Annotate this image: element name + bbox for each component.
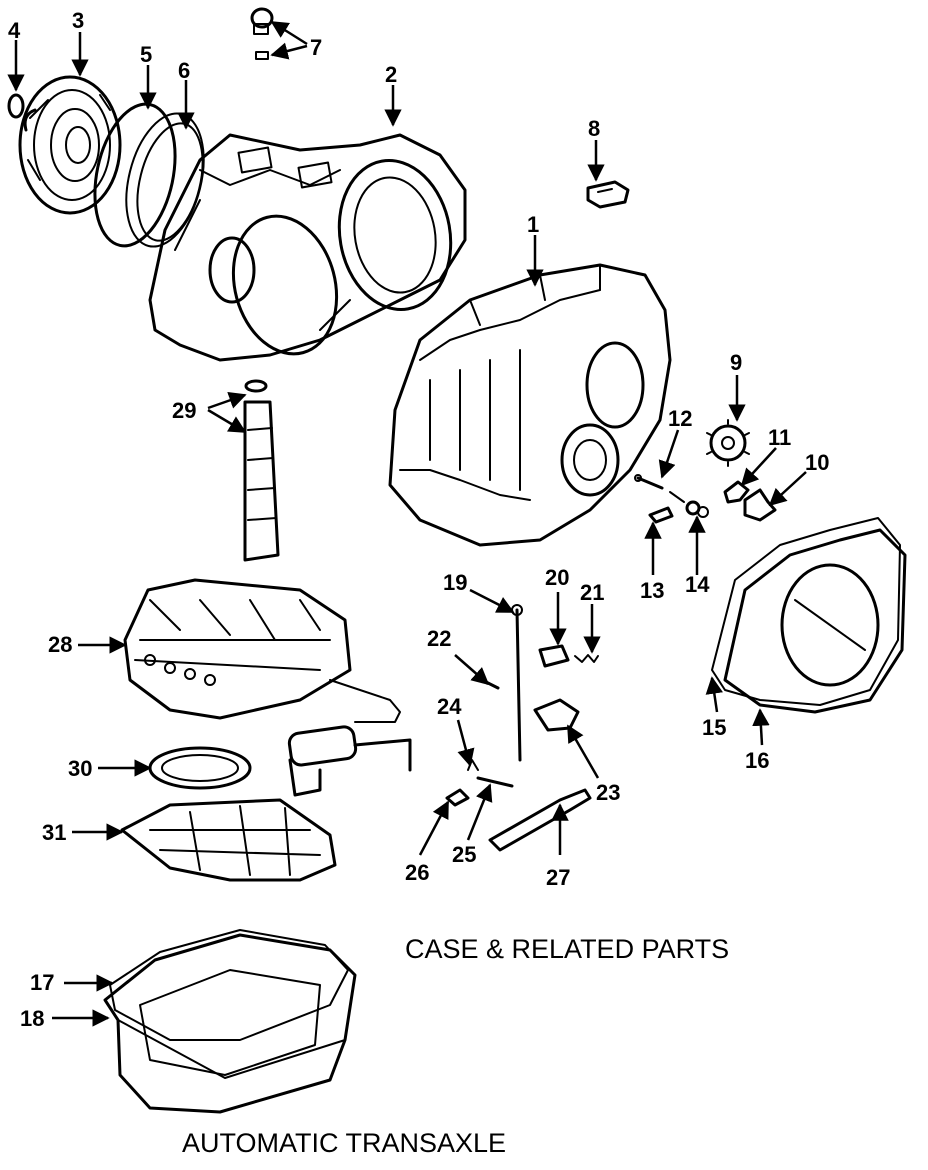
callout-26: 26: [405, 860, 429, 885]
part-25-link: [476, 776, 514, 788]
section-title: CASE & RELATED PARTS: [405, 934, 729, 964]
part-13-lever: [648, 491, 685, 524]
assembly-title: AUTOMATIC TRANSAXLE: [182, 1128, 506, 1158]
part-5-seal: [93, 102, 177, 248]
callout-28: 28: [48, 632, 72, 657]
part-15-cover-gasket: [711, 517, 901, 706]
part-9-gear: [706, 419, 750, 467]
part-14-washer: [685, 500, 709, 518]
callout-3: 3: [72, 8, 84, 33]
callout-22: 22: [427, 626, 451, 651]
callout-11: 11: [768, 425, 791, 450]
part-31-strainer: [120, 798, 337, 882]
callout-31: 31: [42, 820, 66, 845]
part-18-oil-pan: [103, 933, 357, 1114]
leader-lines: [7, 20, 807, 1027]
part-30-filter: [148, 746, 252, 790]
callout-numbers: 1 2 3 4 5 6 7 8 9 10 11 12 13 14 15 16 1…: [8, 8, 829, 1031]
callout-5: 5: [140, 42, 152, 67]
part-10-bracket: [743, 488, 777, 522]
callout-6: 6: [178, 58, 190, 83]
part-16-side-cover: [723, 528, 907, 714]
callout-14: 14: [685, 572, 710, 597]
callout-21: 21: [580, 580, 604, 605]
callout-13: 13: [640, 578, 664, 603]
callout-15: 15: [702, 715, 726, 740]
callout-4: 4: [8, 18, 21, 43]
callout-2: 2: [385, 62, 397, 87]
part-2-converter-housing: [148, 133, 467, 362]
callout-25: 25: [452, 842, 476, 867]
part-19-rod: [511, 604, 523, 762]
callout-10: 10: [805, 450, 829, 475]
callout-24: 24: [437, 694, 462, 719]
callout-27: 27: [546, 865, 570, 890]
part-23-bracket: [533, 698, 580, 732]
part-12-pin: [634, 474, 664, 490]
part-solenoid-assembly: [287, 725, 412, 797]
part-11-clip: [723, 480, 750, 504]
callout-18: 18: [20, 1006, 44, 1031]
callout-29: 29: [172, 398, 196, 423]
callout-20: 20: [545, 565, 569, 590]
callout-17: 17: [30, 970, 54, 995]
part-29-accumulator: [243, 379, 280, 562]
callout-1: 1: [527, 212, 539, 237]
part-20-detent: [538, 644, 570, 668]
callout-23: 23: [596, 780, 620, 805]
part-28-valve-body: [123, 578, 401, 723]
part-8-bracket: [586, 180, 630, 209]
callout-8: 8: [588, 116, 600, 141]
part-26-clip: [445, 788, 470, 807]
callout-9: 9: [730, 350, 742, 375]
callout-7: 7: [310, 35, 322, 60]
callout-30: 30: [68, 756, 92, 781]
callout-12: 12: [668, 406, 692, 431]
part-27-lever: [488, 788, 592, 852]
part-4-o-ring: [7, 93, 25, 119]
part-21-spring: [574, 654, 599, 663]
part-1-transaxle-case: [388, 263, 672, 547]
callout-16: 16: [745, 748, 769, 773]
callout-19: 19: [443, 570, 467, 595]
part-17-pan-gasket: [109, 929, 349, 1041]
part-3-torque-converter: [18, 75, 122, 215]
part-7-sensor: [250, 7, 274, 60]
